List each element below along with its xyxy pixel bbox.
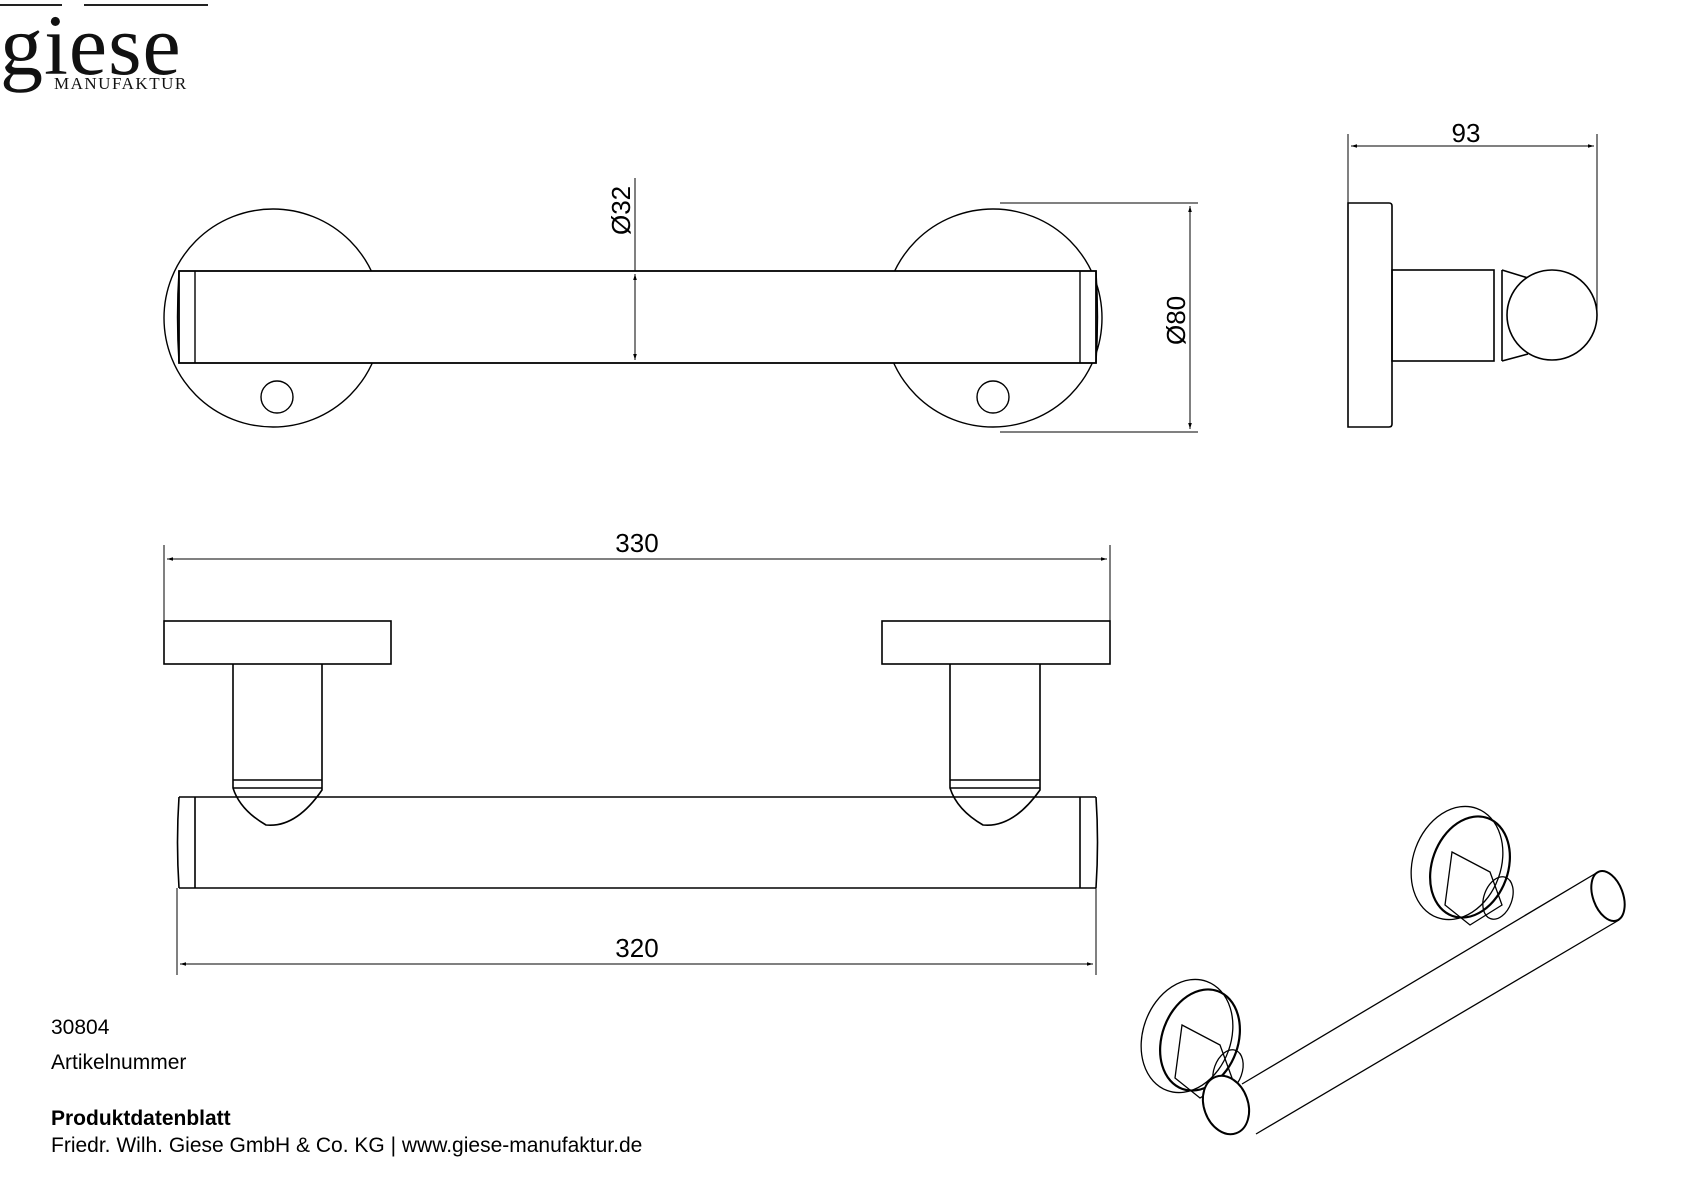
iso-bar-top-edge [1241, 871, 1599, 1085]
screw-hole-right [976, 380, 1010, 414]
iso-bar-end-cap [1201, 1074, 1251, 1136]
side-view [1347, 134, 1598, 428]
document-type: Produktdatenblatt [51, 1107, 231, 1130]
logo-rule-right [84, 4, 208, 6]
front-bar-cap-right [1095, 796, 1099, 889]
front-view [163, 545, 1111, 975]
front-post-left [232, 664, 323, 826]
front-bar-cap-left [176, 796, 180, 889]
bar-top-view [178, 270, 1097, 364]
screw-hole-left [260, 380, 294, 414]
dim-label-rosette-diameter: Ø80 [1161, 296, 1191, 345]
logo-rule-left [0, 4, 62, 6]
top-view [163, 178, 1198, 433]
iso-bar-bottom-edge [1255, 919, 1620, 1135]
front-plate-left [163, 620, 392, 665]
dim-label-tube-diameter: Ø32 [606, 186, 636, 235]
logo-wordmark: giese [0, 0, 182, 93]
dim-label-overall-length: 330 [615, 528, 658, 558]
iso-rosette-back [1410, 805, 1504, 921]
isometric-view [1140, 805, 1626, 1136]
article-number-label: Artikelnummer [51, 1051, 187, 1074]
dim-label-bar-length: 320 [615, 933, 658, 963]
side-base-plate [1347, 202, 1393, 428]
front-post-right [949, 664, 1041, 826]
front-plate-right [881, 620, 1111, 665]
brand-logo: giese MANUFAKTUR [0, 0, 210, 95]
side-bar-section [1506, 269, 1598, 361]
bar-cap-left [176, 270, 180, 364]
article-number: 30804 [51, 1016, 110, 1039]
side-post [1391, 269, 1495, 362]
company-line: Friedr. Wilh. Giese GmbH & Co. KG | www.… [51, 1134, 643, 1157]
logo-subtitle: MANUFAKTUR [54, 74, 188, 93]
dim-label-depth: 93 [1452, 118, 1481, 148]
bar-cap-right [1095, 270, 1099, 364]
